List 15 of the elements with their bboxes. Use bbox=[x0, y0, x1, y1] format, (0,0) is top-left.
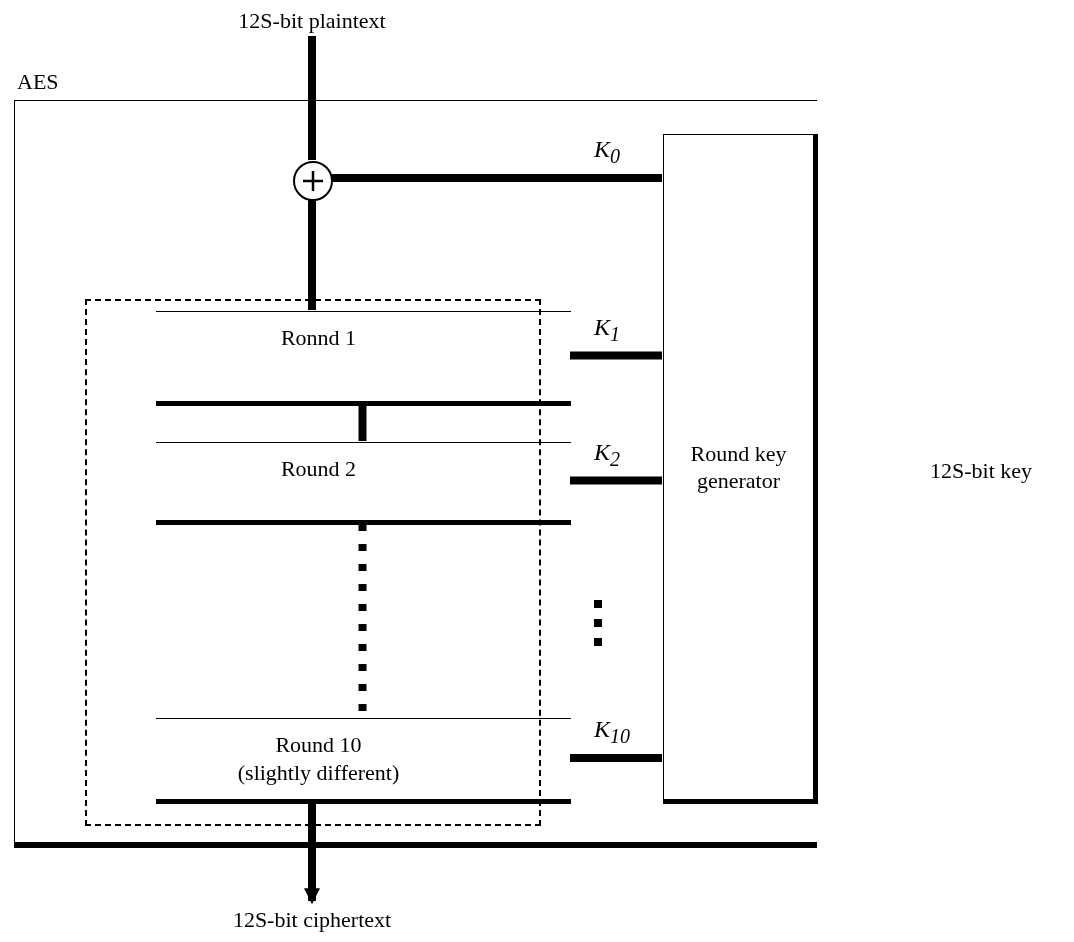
round-label: (slightly different) bbox=[237, 758, 400, 786]
generator-label: Round key generator bbox=[689, 439, 788, 495]
round-block bbox=[156, 718, 571, 804]
frame-title: AES bbox=[17, 69, 59, 95]
text-label: 12S-bit ciphertext bbox=[232, 906, 392, 934]
xor-circle bbox=[293, 161, 333, 201]
text-label: 12S-bit key bbox=[930, 458, 1033, 484]
key-generator-box bbox=[663, 134, 818, 804]
text-label: 12S-bit plaintext bbox=[238, 7, 386, 35]
round-block bbox=[156, 311, 571, 406]
round-label: Round 2 bbox=[280, 455, 357, 483]
connector bbox=[304, 803, 320, 905]
round-label: Round 10 bbox=[275, 731, 362, 759]
round-block bbox=[156, 442, 571, 525]
round-label: Ronnd 1 bbox=[280, 324, 357, 352]
